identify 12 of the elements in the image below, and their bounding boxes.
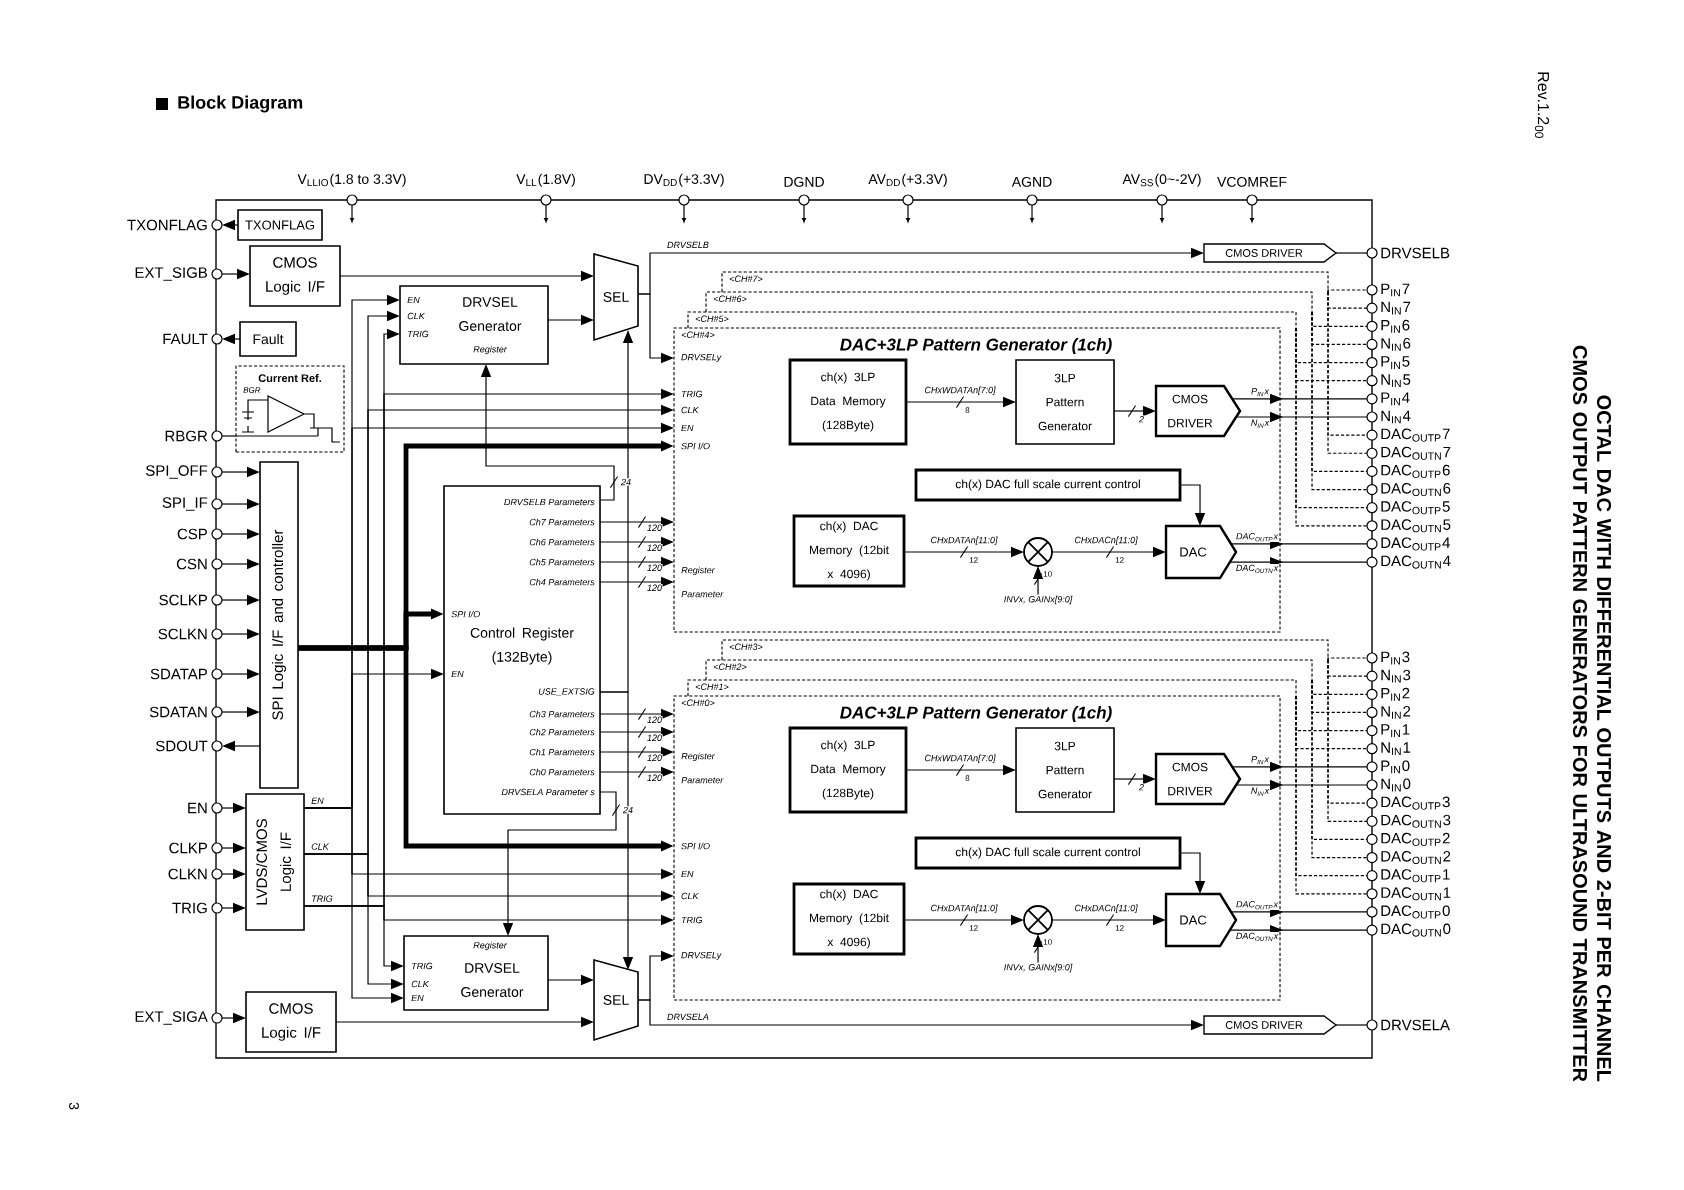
arrow [1231, 393, 1368, 404]
connector-line [1335, 1024, 1368, 1026]
side-title: OCTAL DAC WITH DIFFERENTIAL OUTPUTS AND 2-BIT PER CHANNEL CMOS OUTPUT PATTERN GENERATORS FOR ULTRASOUND TRANSMITTER [1572, 345, 1612, 1082]
connector-line [1327, 657, 1368, 661]
arrow [1231, 761, 1368, 772]
multiplier-symbol [1023, 537, 1053, 567]
connector-line [1335, 252, 1368, 254]
connector-line [221, 435, 237, 437]
multiplier-symbol [1023, 905, 1053, 935]
heading: Block Diagram [178, 95, 303, 113]
connector-line [1327, 289, 1368, 293]
revision-note: Rev.1.2$_{00}$ [1534, 72, 1550, 139]
